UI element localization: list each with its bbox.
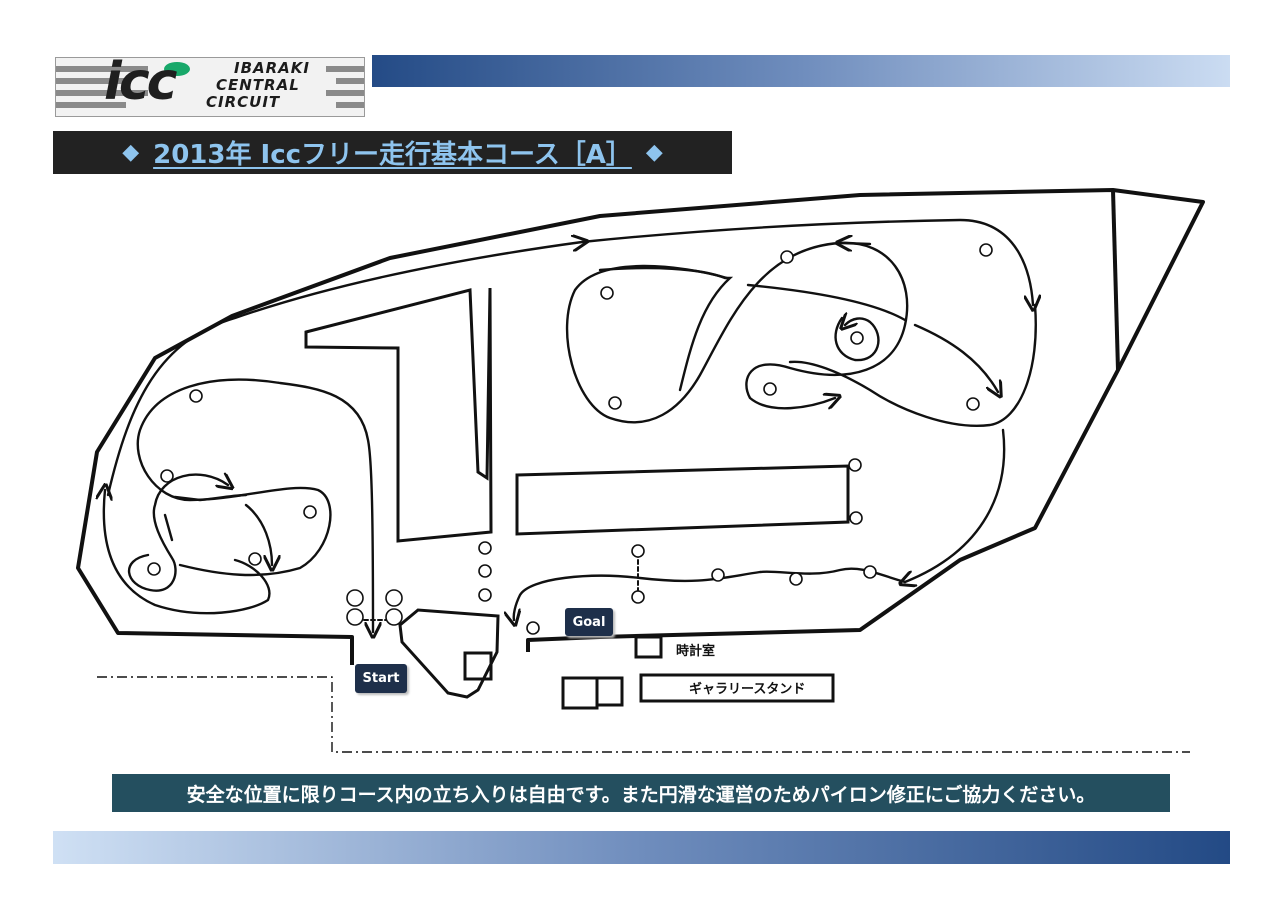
logo-stripe <box>56 90 148 96</box>
cone-marker <box>248 552 262 566</box>
header-gradient-band <box>372 55 1230 87</box>
cone-marker <box>478 588 492 602</box>
pit-blocks <box>304 287 850 710</box>
logo-stripe <box>336 78 364 84</box>
course-left-cross <box>173 493 248 502</box>
logo-stripe <box>56 102 126 108</box>
course-right-down <box>905 428 1006 582</box>
course-paths <box>104 218 1037 632</box>
site-boundary-line <box>97 676 1190 753</box>
footer-gradient-band <box>53 831 1230 864</box>
cone-marker <box>385 589 403 607</box>
course-figure-8-left <box>598 266 734 392</box>
cone-marker <box>780 250 794 264</box>
cone-marker <box>160 469 174 483</box>
cone-markers <box>147 243 993 635</box>
course-figure-8-loop <box>565 241 909 424</box>
course-top-right <box>580 218 1033 305</box>
cone-marker <box>346 608 364 626</box>
logo-mark: icc <box>104 57 178 112</box>
paddock-island <box>398 608 500 699</box>
diamond-icon: ◆ <box>122 140 140 165</box>
cone-marker <box>763 382 777 396</box>
clock-room-box <box>634 635 663 659</box>
logo-word-ibaraki: IBARAKI <box>234 59 310 77</box>
course-left-return <box>104 490 271 615</box>
paddock-box <box>463 651 493 681</box>
logo-stripe <box>326 90 364 96</box>
course-inner-circle <box>834 318 880 362</box>
shed-box-1 <box>561 676 599 710</box>
page-title-bar: ◆ 2013年 Iccフリー走行基本コース［A］ ◆ <box>53 131 732 174</box>
cone-marker <box>979 243 993 257</box>
cone-marker <box>346 589 364 607</box>
cone-marker <box>863 565 877 579</box>
logo-stripe <box>326 66 364 72</box>
logo-word-central: CENTRAL <box>216 76 300 94</box>
page-title: 2013年 Iccフリー走行基本コース［A］ <box>153 140 632 170</box>
cone-marker <box>631 544 645 558</box>
cone-marker <box>147 562 161 576</box>
cone-marker <box>850 331 864 345</box>
cone-marker <box>303 505 317 519</box>
course-boundary <box>76 188 1205 665</box>
logo-word-circuit: CIRCUIT <box>206 93 281 111</box>
cone-marker <box>189 389 203 403</box>
cone-marker <box>608 396 622 410</box>
logo-stripe <box>56 66 148 72</box>
cone-marker <box>849 511 863 525</box>
cone-marker <box>600 286 614 300</box>
cone-marker <box>966 397 980 411</box>
course-figure-8-start <box>842 243 872 244</box>
gallery-stand-label: ギャラリースタンド <box>689 682 806 697</box>
cone-marker <box>478 541 492 555</box>
cone-marker <box>478 564 492 578</box>
cone-marker <box>526 621 540 635</box>
building-block-center <box>515 464 850 536</box>
logo-stripe <box>336 102 364 108</box>
cone-marker <box>385 608 403 626</box>
course-left-s <box>244 503 272 565</box>
gallery-stand-box <box>639 673 835 703</box>
course-right-loop <box>746 283 998 392</box>
goal-badge: Goal <box>565 608 613 636</box>
notice-banner: 安全な位置に限りコース内の立ち入りは自由です。また円滑な運営のためパイロン修正に… <box>112 774 1170 812</box>
cone-marker <box>848 458 862 472</box>
cone-marker <box>711 568 725 582</box>
course-slalom <box>514 567 907 620</box>
course-right-sweep <box>788 303 1037 427</box>
course-left-dash <box>163 513 174 542</box>
course-left-loop <box>127 475 228 592</box>
start-badge: Start <box>355 664 407 693</box>
building-block-left <box>304 287 493 543</box>
shed-box-2 <box>595 676 624 707</box>
cone-marker <box>631 590 645 604</box>
course-main-straight <box>136 378 373 632</box>
logo-stripe <box>56 78 126 84</box>
clock-room-label: 時計室 <box>676 644 716 659</box>
icc-logo: icc IBARAKI CENTRAL CIRCUIT <box>55 57 365 117</box>
diamond-icon: ◆ <box>645 140 663 165</box>
course-top-straight <box>106 242 582 497</box>
logo-green-dot <box>164 62 190 76</box>
cone-marker <box>789 572 803 586</box>
